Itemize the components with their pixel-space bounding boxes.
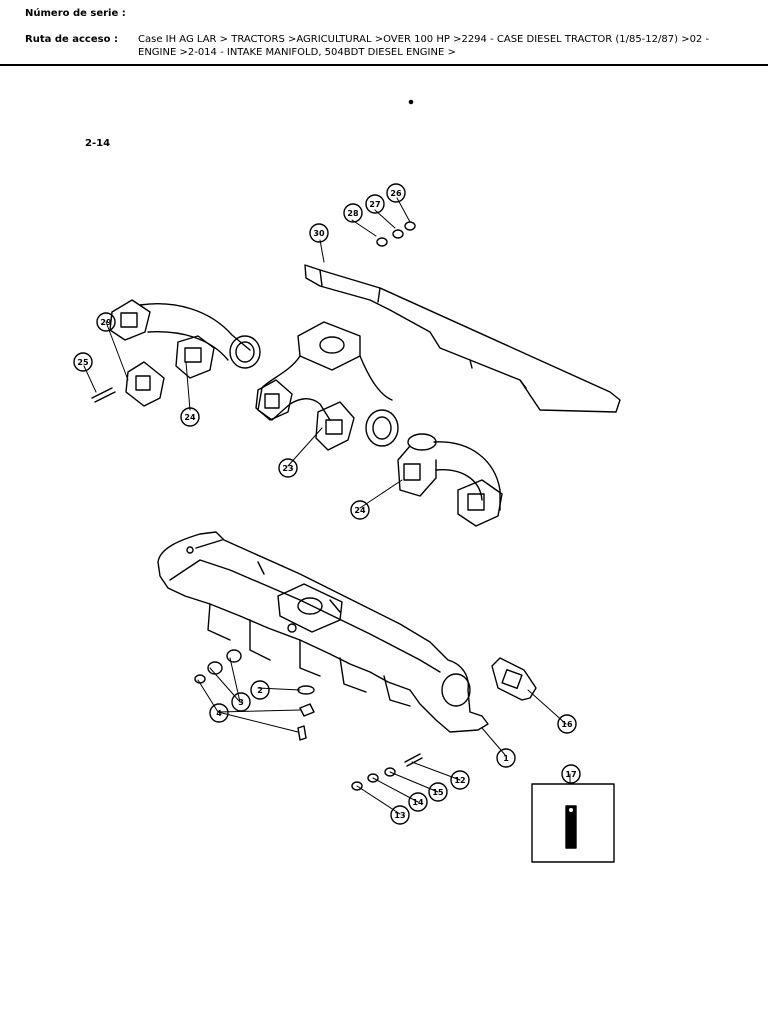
hardware-parts-2-3-4 xyxy=(194,649,315,741)
callout-1: 1 xyxy=(496,748,516,768)
callout-30: 30 xyxy=(309,223,329,243)
callout-markers: 1 2 3 4 12 13 14 15 16 17 23 24 24 25 26… xyxy=(73,183,581,825)
elbow-part-upper xyxy=(109,299,261,379)
callout-17: 17 xyxy=(561,764,581,784)
svg-text:12: 12 xyxy=(454,776,465,785)
svg-text:28: 28 xyxy=(347,209,359,218)
callout-23: 23 xyxy=(278,458,298,478)
inset-box-part-17 xyxy=(531,783,615,863)
svg-text:30: 30 xyxy=(313,229,325,238)
svg-text:16: 16 xyxy=(561,720,573,729)
gasket-part-29 xyxy=(125,361,165,407)
callout-26: 26 xyxy=(386,183,406,203)
elbow-part-lower xyxy=(397,433,503,527)
svg-text:26: 26 xyxy=(390,189,402,198)
svg-text:24: 24 xyxy=(354,506,366,515)
tee-part-23 xyxy=(255,321,399,451)
svg-text:15: 15 xyxy=(432,788,444,797)
bracket-part xyxy=(304,264,621,413)
route-breadcrumb[interactable]: Case IH AG LAR > TRACTORS >AGRICULTURAL … xyxy=(138,34,710,58)
svg-text:17: 17 xyxy=(565,770,576,779)
svg-text:14: 14 xyxy=(412,798,424,807)
callout-25: 25 xyxy=(73,352,93,372)
svg-text:27: 27 xyxy=(369,200,380,209)
dot-mark xyxy=(408,99,414,105)
svg-text:23: 23 xyxy=(282,464,293,473)
svg-text:3: 3 xyxy=(238,698,244,707)
route-label: Ruta de acceso : xyxy=(25,34,118,45)
callout-2: 2 xyxy=(250,680,270,700)
svg-text:4: 4 xyxy=(216,709,222,718)
callout-28: 28 xyxy=(343,203,363,223)
callout-13: 13 xyxy=(390,805,410,825)
callout-16: 16 xyxy=(557,714,577,734)
leader-lines xyxy=(83,197,571,815)
svg-text:29: 29 xyxy=(100,318,112,327)
callout-27: 27 xyxy=(365,194,385,214)
intake-manifold-part-1 xyxy=(157,531,489,733)
callout-12: 12 xyxy=(450,770,470,790)
svg-text:2: 2 xyxy=(257,686,263,695)
callout-29: 29 xyxy=(96,312,116,332)
svg-text:24: 24 xyxy=(184,413,196,422)
stud-part-25 xyxy=(91,387,116,403)
gasket-part-16 xyxy=(491,657,537,701)
exploded-parts-diagram: 1 2 3 4 12 13 14 15 16 17 23 24 24 25 26… xyxy=(73,99,621,863)
serial-number-label: Número de serie : xyxy=(25,8,126,19)
svg-text:13: 13 xyxy=(394,811,405,820)
svg-text:1: 1 xyxy=(503,754,509,763)
callout-14: 14 xyxy=(408,792,428,812)
svg-text:25: 25 xyxy=(77,358,89,367)
nuts-26-28 xyxy=(376,221,416,247)
callout-24-upper: 24 xyxy=(180,407,200,427)
callout-4: 4 xyxy=(209,703,229,723)
hardware-parts-12-15 xyxy=(351,753,423,791)
figure-number: 2-14 xyxy=(85,138,111,149)
page-header: Número de serie : Ruta de acceso : Case … xyxy=(0,0,768,66)
callout-24-lower: 24 xyxy=(350,500,370,520)
callout-3: 3 xyxy=(231,692,251,712)
callout-15: 15 xyxy=(428,782,448,802)
